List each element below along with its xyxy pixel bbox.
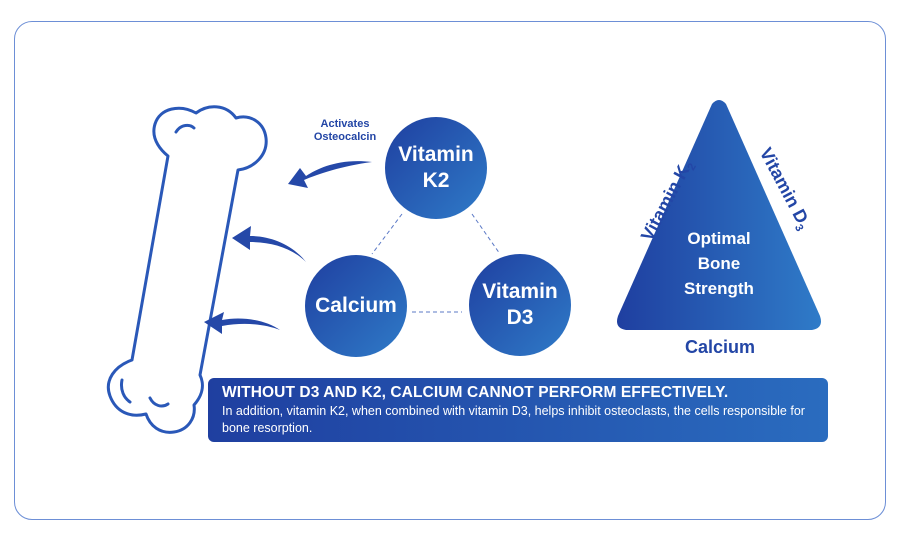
calcium-circle-text: Calcium [315,294,397,317]
center-line-2: Bone [697,254,741,273]
calcium-circle-label: Calcium [305,255,407,357]
activates-line-2: Osteocalcin [313,131,377,143]
center-line-1: Optimal [687,229,751,248]
vitamin-d3-line-1: Vitamin [482,280,558,303]
curved-arrow-icon [204,161,372,334]
info-banner: WITHOUT D3 AND K2, CALCIUM CANNOT PERFOR… [208,378,828,442]
circle-vitamin-d3 [469,254,571,356]
vitamin-k2-label: Vitamin K2 [385,117,487,219]
triangle-shape [617,100,821,330]
triangle-base-calcium: Calcium [684,337,756,357]
vitamin-d3-label: Vitamin D3 [469,254,571,356]
center-line-3: Strength [684,279,754,298]
circle-vitamin-k2 [385,117,487,219]
activates-osteocalcin-label: Activates Osteocalcin [290,118,400,144]
dashed-connectors [371,213,501,313]
activates-line-1: Activates [320,118,370,130]
vitamin-d3-line-2: D3 [506,306,534,329]
banner-title: WITHOUT D3 AND K2, CALCIUM CANNOT PERFOR… [222,384,729,401]
vitamin-k2-line-1: Vitamin [398,143,474,166]
circle-calcium [305,255,407,357]
banner-body: In addition, vitamin K2, when combined w… [222,404,805,435]
vitamin-k2-line-2: K2 [422,169,450,192]
bone-icon [107,105,268,434]
optimal-bone-strength-label: Optimal Bone Strength [660,226,778,301]
card-frame [14,21,886,520]
